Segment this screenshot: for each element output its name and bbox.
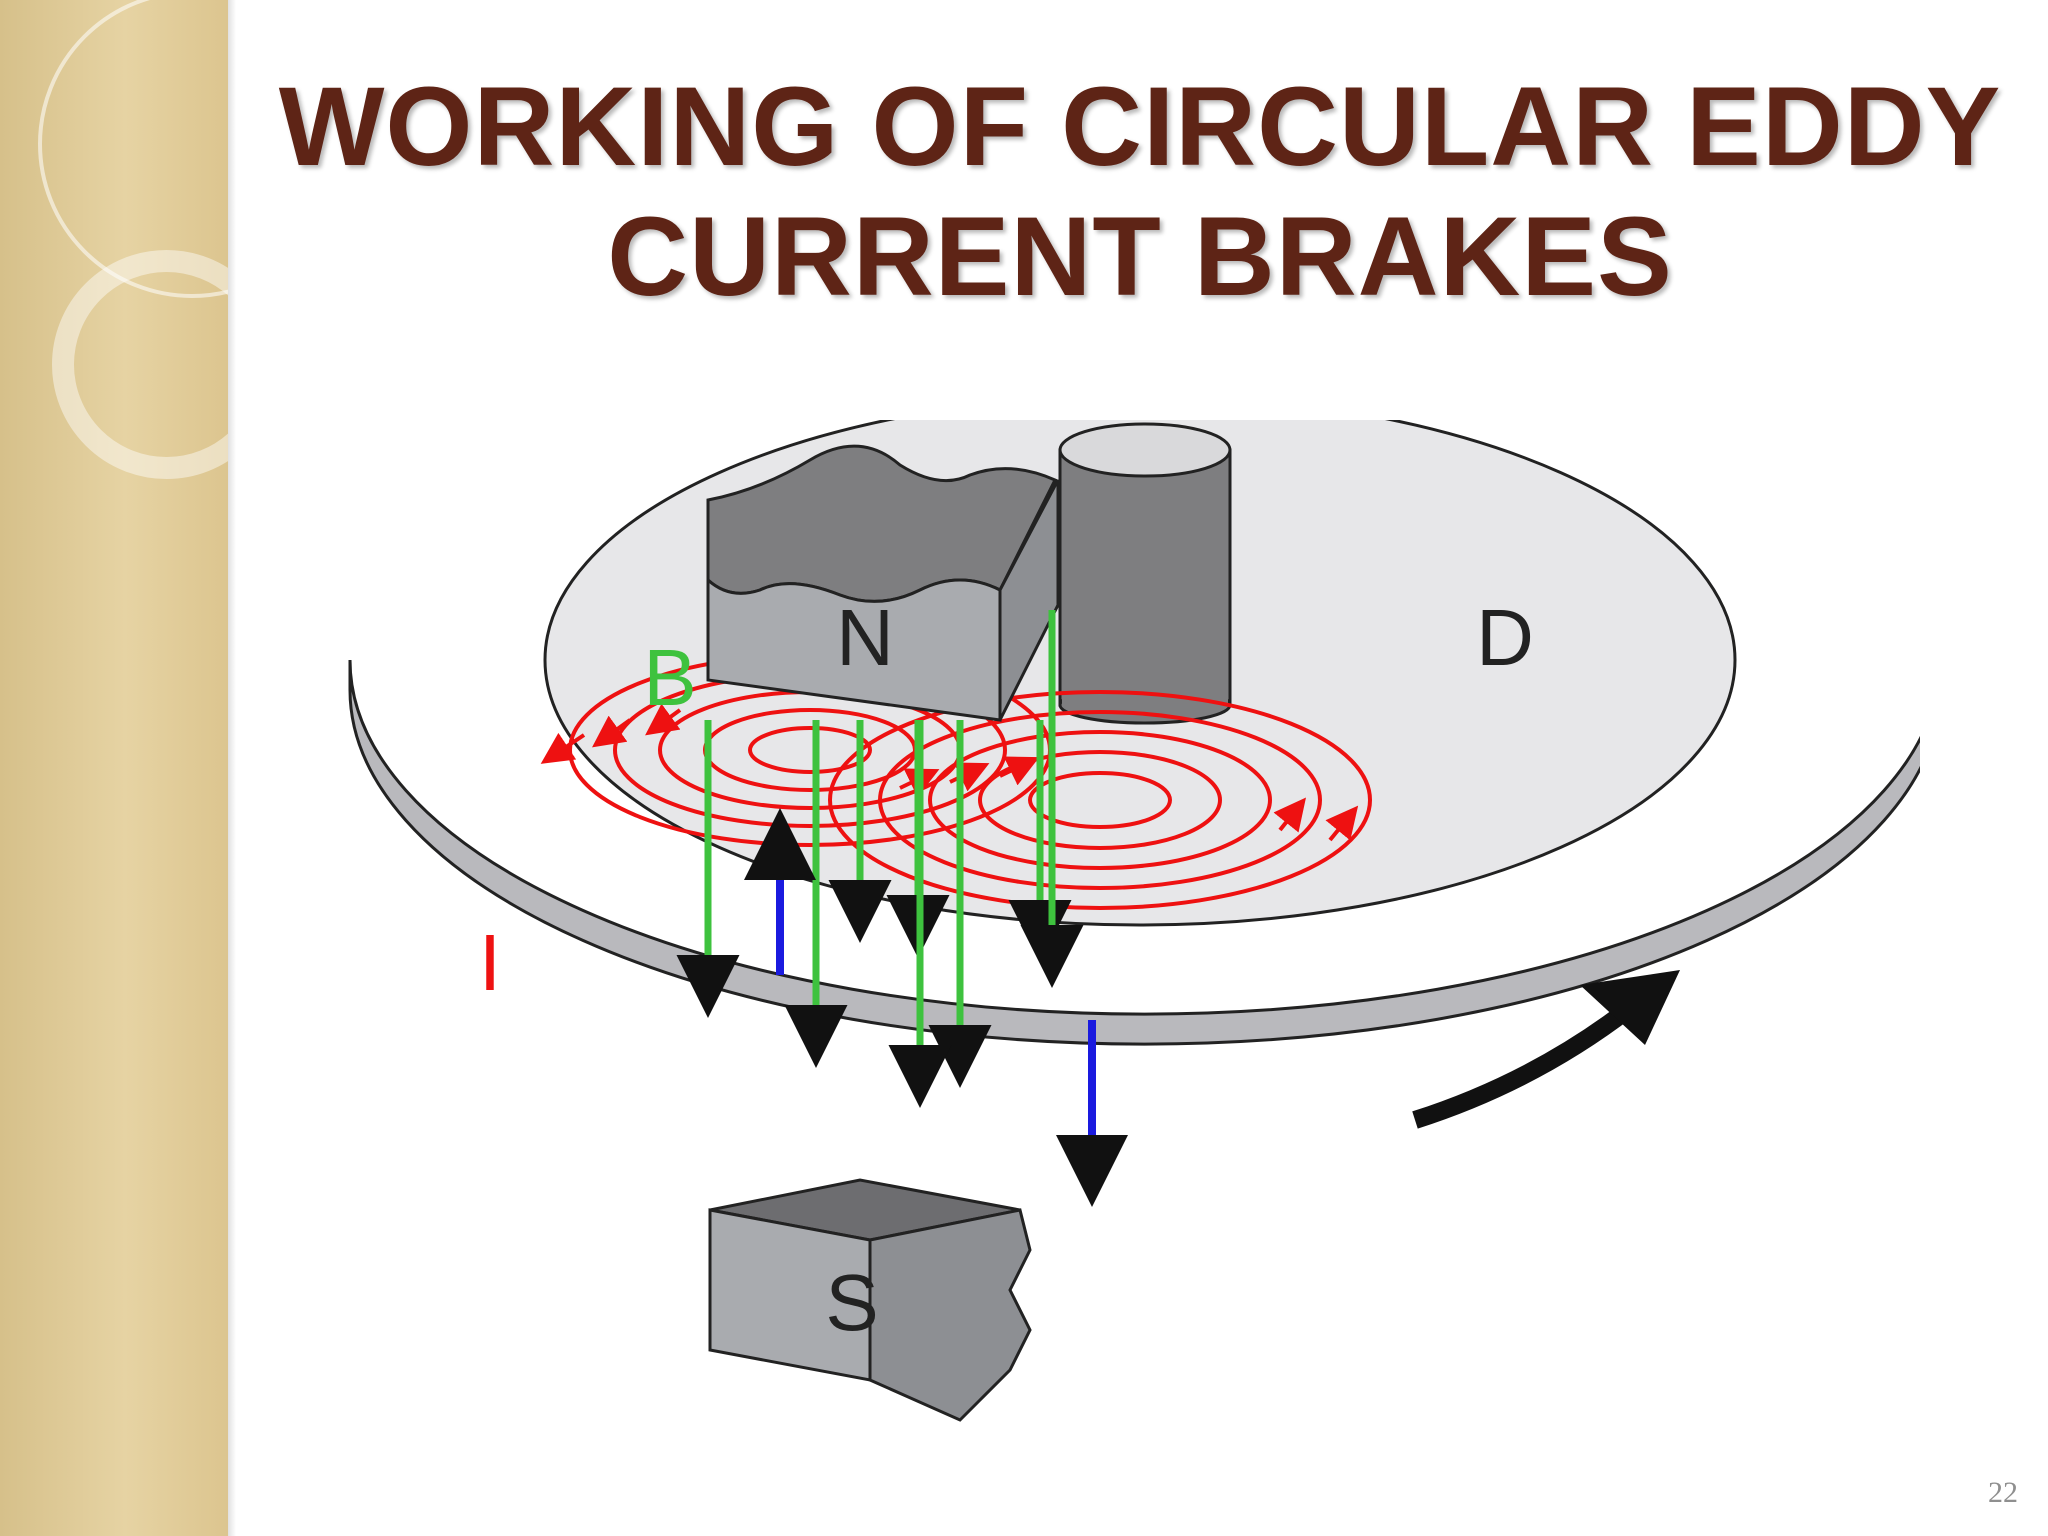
north-pole-label: N [836, 593, 894, 682]
decorative-ring-small [52, 250, 228, 479]
axle [1058, 422, 1232, 725]
slide-title-line-2: CURRENT BRAKES [607, 194, 1673, 319]
decorative-ring-large [38, 0, 228, 298]
eddy-current-brake-diagram: N S D B I [340, 420, 1920, 1490]
decorative-sidebar [0, 0, 228, 1536]
slide-title-line-1: WORKING OF CIRCULAR EDDY [278, 64, 2002, 189]
slide-title: WORKING OF CIRCULAR EDDY CURRENT BRAKES [240, 62, 2040, 322]
slide-number: 22 [1988, 1476, 2018, 1509]
disk-label: D [1476, 593, 1534, 682]
sidebar-shadow [228, 0, 236, 1536]
rotation-direction-arrow [1412, 970, 1680, 1129]
magnetic-field-lines [676, 610, 1084, 1108]
north-magnet [706, 444, 1060, 722]
current-label: I [479, 918, 501, 1007]
magnetic-field-label: B [643, 633, 696, 722]
induced-field-arrows [744, 808, 1128, 1207]
south-pole-label: S [825, 1258, 878, 1347]
south-magnet [708, 1178, 1032, 1422]
